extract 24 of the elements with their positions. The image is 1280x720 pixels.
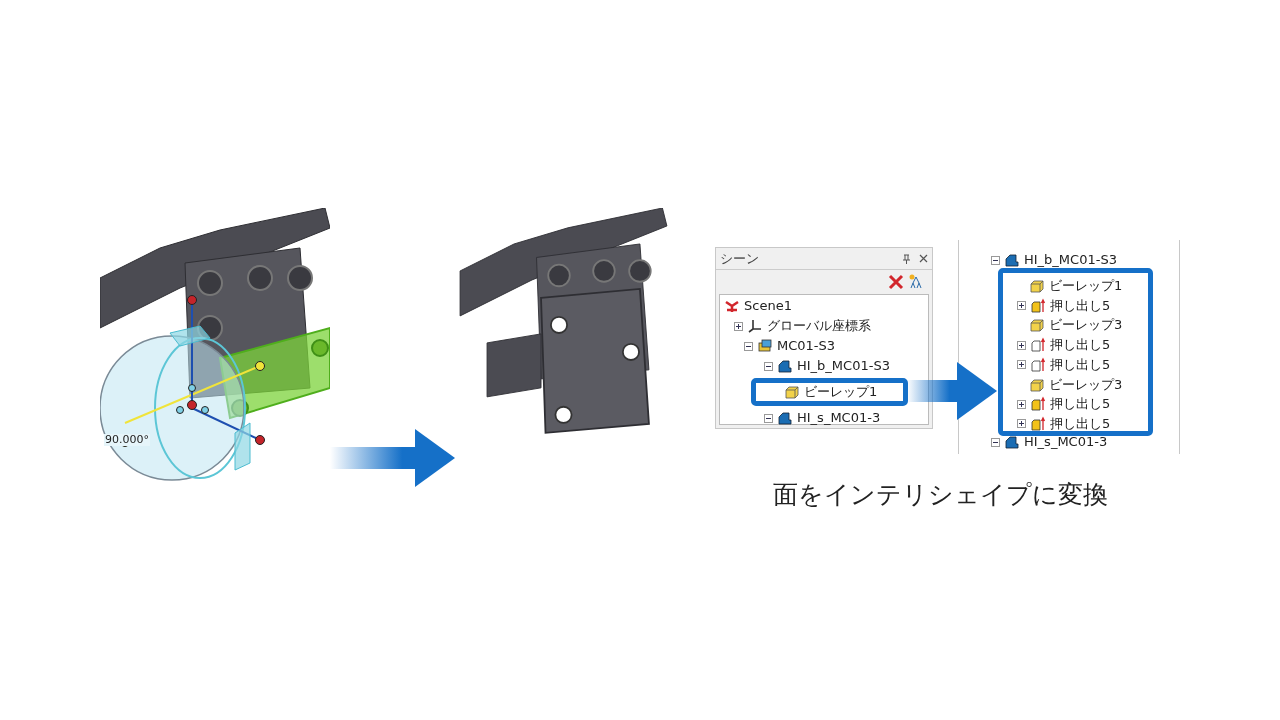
arrow bbox=[907, 362, 997, 420]
tree-item: 押し出し5 bbox=[1050, 396, 1111, 413]
highlight-frame bbox=[751, 378, 908, 406]
angle-label: 90.000° bbox=[104, 434, 150, 446]
tree-item: ビーレップ1 bbox=[804, 384, 878, 400]
caption: 面をインテリシェイプに変換 bbox=[771, 479, 1109, 511]
tree-item: HI_b_MC01-S3 bbox=[797, 358, 890, 374]
tree-item: HI_s_MC01-3 bbox=[1024, 434, 1108, 450]
tree-item: Scene1 bbox=[744, 298, 792, 314]
tree-item: ビーレップ1 bbox=[1049, 278, 1123, 294]
tree-item: HI_b_MC01-S3 bbox=[1024, 252, 1117, 268]
tree-item: グローバル座標系 bbox=[767, 318, 871, 334]
tree-item: HI_s_MC01-3 bbox=[797, 410, 881, 426]
panel-title: シーン bbox=[720, 250, 759, 267]
arrow bbox=[330, 429, 455, 487]
tree-item: 押し出し5 bbox=[1050, 356, 1111, 373]
scene-panel bbox=[715, 247, 933, 429]
tree-item: 押し出し5 bbox=[1050, 297, 1111, 314]
tree-item: 押し出し5 bbox=[1050, 415, 1111, 432]
tree-item: 押し出し5 bbox=[1050, 337, 1111, 354]
tree-item: ビーレップ3 bbox=[1049, 376, 1123, 393]
tree-item: MC01-S3 bbox=[777, 338, 836, 354]
tree-item: ビーレップ3 bbox=[1049, 317, 1123, 334]
highlight-frame bbox=[998, 268, 1153, 436]
